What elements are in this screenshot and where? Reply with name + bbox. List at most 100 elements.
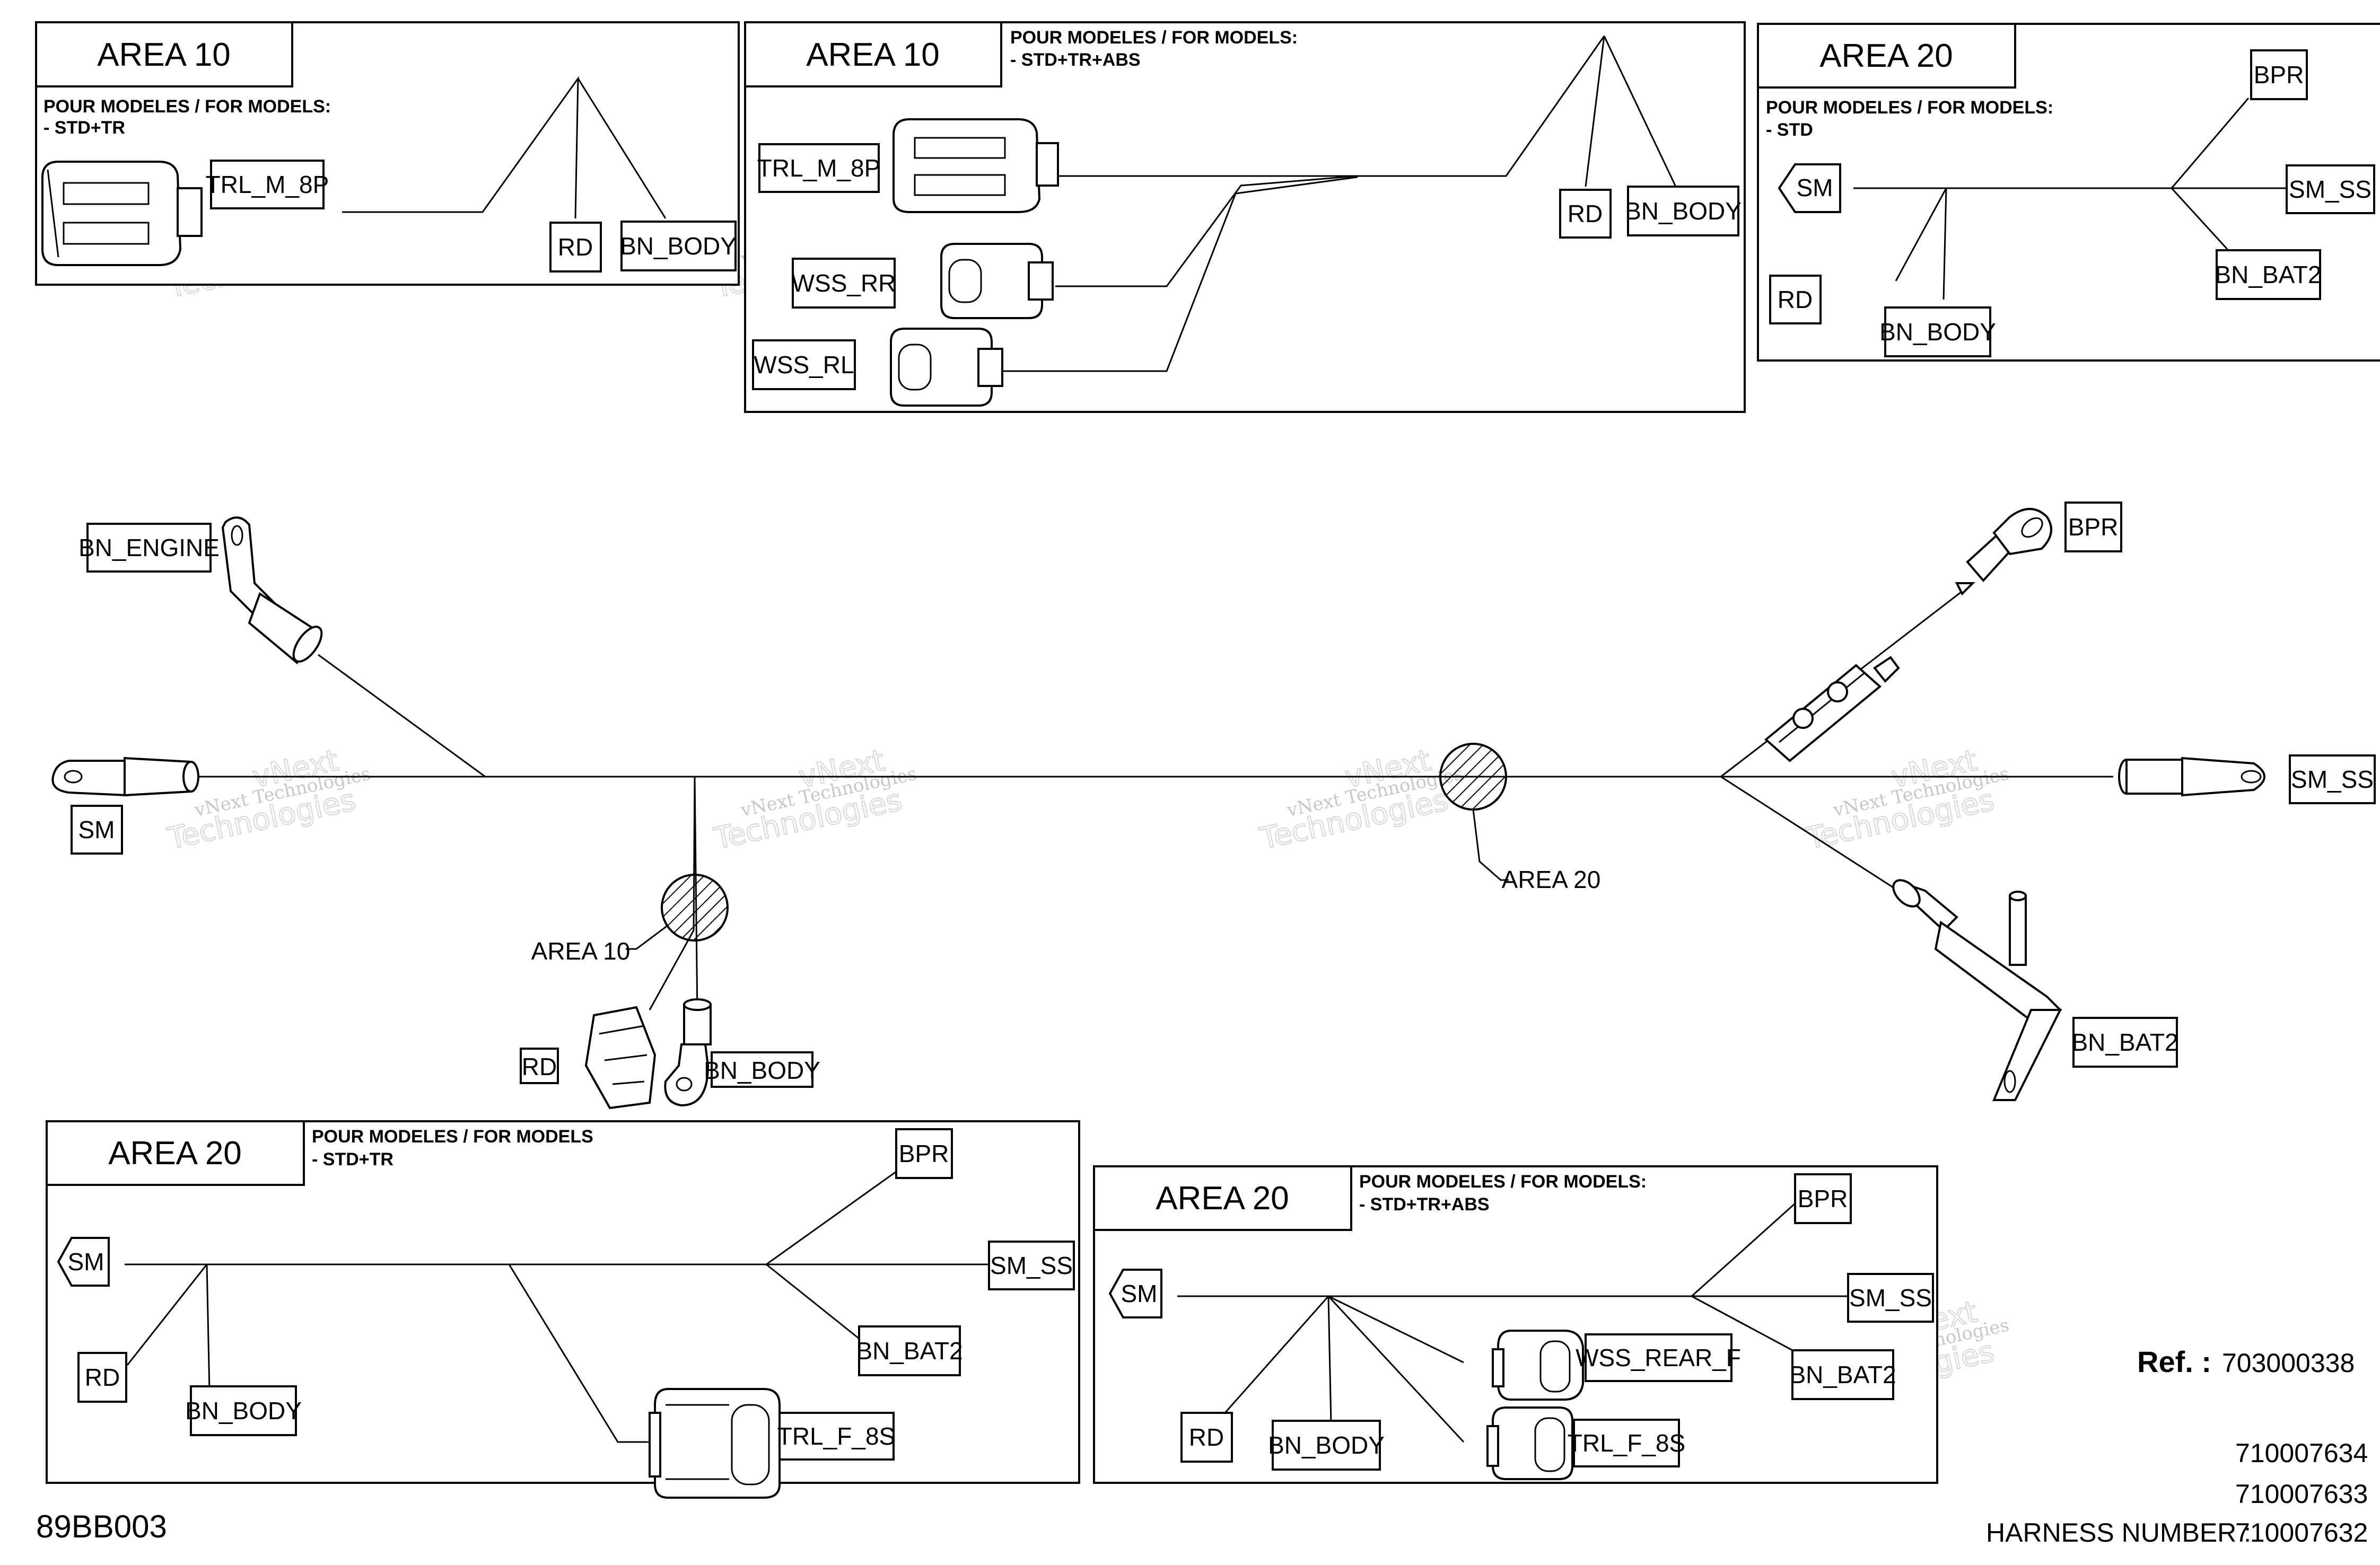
sm-arrow-box bbox=[1778, 163, 1841, 213]
sm-ss-label: SM_SS bbox=[2289, 175, 2372, 203]
sm-arrow-box bbox=[1108, 1269, 1162, 1318]
label-box bbox=[792, 258, 896, 309]
label-box bbox=[2216, 249, 2321, 300]
label-box bbox=[77, 1352, 127, 1403]
models-note: - STD+TR bbox=[312, 1149, 393, 1170]
label-box bbox=[1884, 306, 1991, 357]
label-box bbox=[71, 805, 123, 855]
inset-title-box bbox=[46, 1120, 305, 1186]
bpr-label: BPR bbox=[2068, 513, 2119, 541]
bn-bat2-label: BN_BAT2 bbox=[1789, 1361, 1896, 1388]
inset-area20-std-tr: AREA 20 POUR MODELES / FOR MODELS - STD+… bbox=[46, 1120, 1080, 1499]
area20-label: AREA 20 bbox=[1502, 866, 1601, 893]
label-box bbox=[1272, 1420, 1381, 1471]
ring-terminal-icon bbox=[664, 998, 712, 1107]
connector-icon bbox=[1492, 1330, 1584, 1401]
bpr-label: BPR bbox=[1798, 1185, 1848, 1212]
rd-label: RD bbox=[1568, 200, 1603, 227]
trl-m-8p-label: TRL_M_8P bbox=[206, 171, 329, 198]
area10-marker bbox=[661, 874, 729, 942]
bn-body-label: BN_BODY bbox=[185, 1397, 302, 1425]
label-box bbox=[1791, 1349, 1894, 1400]
bn-body-label: BN_BODY bbox=[1268, 1431, 1385, 1459]
connector-icon bbox=[890, 328, 1003, 407]
label-box bbox=[1627, 186, 1739, 236]
inset-title: AREA 20 bbox=[1819, 38, 1953, 74]
harness-number: 710007632 bbox=[2235, 1518, 2368, 1548]
wss-rl-label: WSS_RL bbox=[754, 351, 854, 379]
label-box bbox=[858, 1325, 961, 1376]
sm-label: SM bbox=[68, 1248, 104, 1276]
trl-m-8p-label: TRL_M_8P bbox=[757, 154, 881, 182]
figure-code: 89BB003 bbox=[36, 1509, 167, 1544]
inset-title: AREA 10 bbox=[806, 37, 940, 73]
label-box bbox=[778, 1412, 895, 1461]
ref-label: Ref. : bbox=[2137, 1345, 2211, 1378]
label-box bbox=[620, 221, 737, 271]
connector-icon bbox=[940, 243, 1054, 319]
area20-marker bbox=[1439, 743, 1507, 811]
area10-label: AREA 10 bbox=[531, 937, 631, 965]
connector-icon bbox=[649, 1388, 781, 1499]
sm-ss-label: SM_SS bbox=[990, 1252, 1073, 1279]
wss-rear-f-label: WSS_REAR_F bbox=[1576, 1344, 1741, 1371]
inset-area20-abs: AREA 20 POUR MODELES / FOR MODELS: - STD… bbox=[1093, 1165, 1938, 1484]
ring-terminal-icon bbox=[2118, 757, 2265, 797]
inset-area10-abs: AREA 10 POUR MODELES / FOR MODELS: - STD… bbox=[744, 21, 1746, 413]
label-box bbox=[190, 1385, 297, 1436]
bn-body-label: BN_BODY bbox=[1625, 197, 1742, 225]
bn-bat2-label: BN_BAT2 bbox=[2071, 1028, 2178, 1056]
bn-body-label: BN_BODY bbox=[620, 232, 737, 260]
label-box bbox=[86, 523, 212, 573]
label-box bbox=[1847, 1273, 1934, 1323]
label-box bbox=[520, 1048, 559, 1084]
harness-number: 710007634 bbox=[2235, 1438, 2368, 1468]
models-note: - STD+TR+ABS bbox=[1010, 50, 1141, 70]
inset-title: AREA 20 bbox=[1156, 1180, 1289, 1217]
ring-terminal-icon bbox=[221, 516, 323, 665]
label-box bbox=[988, 1241, 1075, 1290]
bpr-label: BPR bbox=[2254, 61, 2304, 89]
bn-engine-label: BN_ENGINE bbox=[78, 534, 220, 561]
label-box bbox=[1180, 1412, 1233, 1463]
ring-terminal-icon bbox=[1955, 508, 2052, 596]
inset-area10-std-tr: AREA 10 POUR MODELES / FOR MODELS: - STD… bbox=[35, 21, 740, 286]
inset-title: AREA 20 bbox=[108, 1135, 242, 1172]
bn-body-label: BN_BODY bbox=[704, 1057, 820, 1084]
trl-f-8s-label: TRL_F_8S bbox=[777, 1422, 895, 1450]
models-note: - STD+TR+ABS bbox=[1359, 1194, 1490, 1215]
label-box bbox=[1559, 189, 1612, 239]
inset-area20-std: AREA 20 POUR MODELES / FOR MODELS: - STD… bbox=[1757, 23, 2380, 362]
models-note: POUR MODELES / FOR MODELS: bbox=[1359, 1172, 1647, 1192]
label-box bbox=[2286, 164, 2375, 214]
label-box bbox=[1794, 1173, 1852, 1224]
bn-bat2-label: BN_BAT2 bbox=[2215, 261, 2321, 288]
models-note: - STD+TR bbox=[43, 118, 125, 138]
label-box bbox=[711, 1051, 813, 1088]
rd-label: RD bbox=[85, 1364, 120, 1391]
ring-terminal-icon bbox=[1892, 879, 2062, 1101]
label-box bbox=[895, 1128, 953, 1179]
label-box bbox=[752, 339, 856, 390]
sm-label: SM bbox=[78, 816, 115, 843]
models-note: POUR MODELES / FOR MODELS: bbox=[1010, 28, 1298, 48]
connector-icon bbox=[584, 1006, 657, 1110]
harness-number-label: HARNESS NUMBER : bbox=[1986, 1518, 2251, 1548]
label-box bbox=[1573, 1419, 1680, 1467]
label-box bbox=[1585, 1333, 1732, 1382]
label-box bbox=[758, 143, 880, 193]
label-box bbox=[2289, 754, 2376, 804]
sm-arrow-box bbox=[57, 1237, 110, 1287]
inset-title-box bbox=[744, 21, 1002, 87]
fuse-holder-icon bbox=[1764, 656, 1900, 762]
wss-rr-label: WSS_RR bbox=[792, 269, 896, 297]
bn-body-label: BN_BODY bbox=[1879, 318, 1996, 346]
connector-icon bbox=[892, 118, 1059, 213]
connector-icon bbox=[41, 161, 203, 266]
ring-terminal-icon bbox=[51, 757, 199, 797]
inset-title: AREA 10 bbox=[97, 37, 231, 73]
inset-title-box bbox=[1093, 1165, 1352, 1231]
connector-icon bbox=[1486, 1406, 1573, 1480]
rd-label: RD bbox=[1778, 286, 1813, 313]
